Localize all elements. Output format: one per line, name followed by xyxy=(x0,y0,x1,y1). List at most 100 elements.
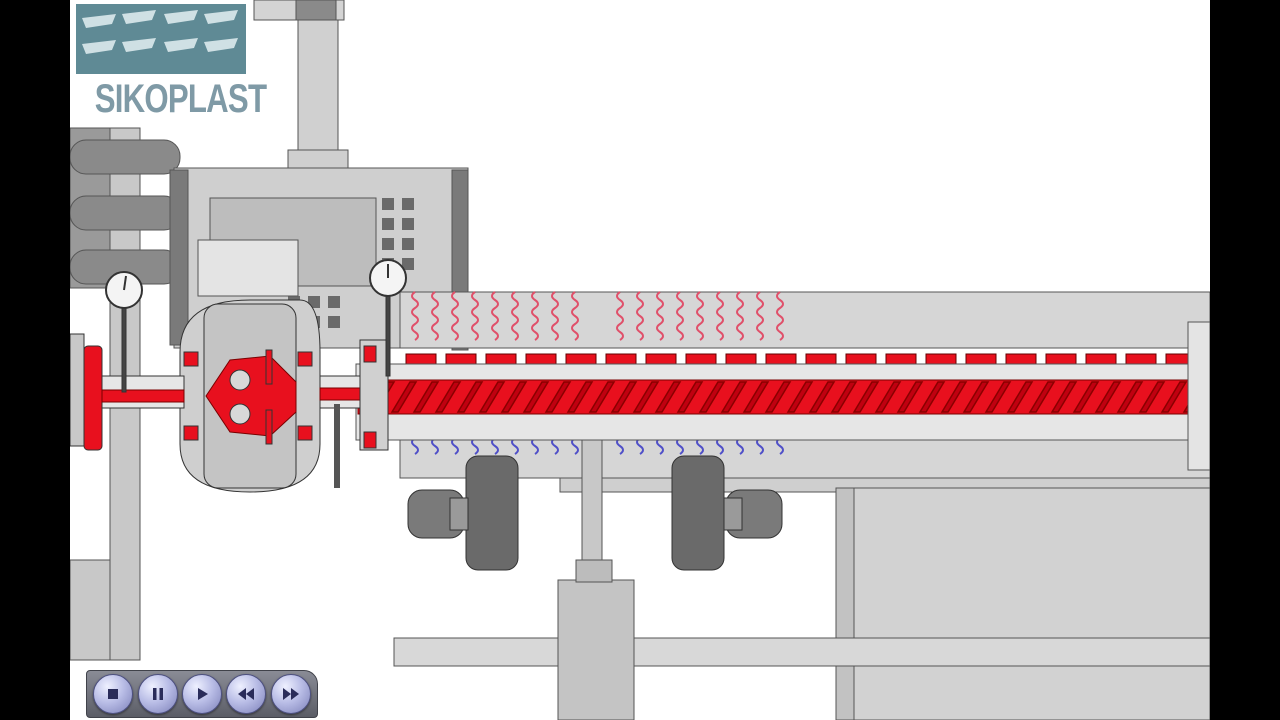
screw-flight xyxy=(676,381,704,413)
wave-line xyxy=(696,291,704,341)
wave-line xyxy=(736,291,744,341)
wave-line xyxy=(756,291,764,341)
screw-flight xyxy=(522,381,550,413)
screw-flight xyxy=(1094,381,1122,413)
screw-flight xyxy=(1028,381,1056,413)
extruder-housing xyxy=(393,291,1210,720)
rewind-icon xyxy=(238,688,255,700)
heater-band xyxy=(805,353,837,365)
screw-flight xyxy=(544,381,572,413)
screw-flight xyxy=(896,381,924,413)
control-cabinet xyxy=(169,167,469,351)
heater-band xyxy=(525,353,557,365)
wave-line xyxy=(531,291,539,341)
heater-band xyxy=(925,353,957,365)
pressure-gauge-right xyxy=(369,259,407,377)
heater-band xyxy=(725,353,757,365)
heater-band xyxy=(1085,353,1117,365)
screw-flight xyxy=(632,381,660,413)
stop-button[interactable] xyxy=(93,674,134,714)
heater-band xyxy=(965,353,997,365)
heater-band xyxy=(1125,353,1157,365)
screw-flight xyxy=(962,381,990,413)
screw-flight xyxy=(1116,381,1144,413)
wave-line xyxy=(551,291,559,341)
heater-band xyxy=(1045,353,1077,365)
heater-band xyxy=(885,353,917,365)
screw-flight xyxy=(1072,381,1100,413)
wave-line xyxy=(676,291,684,341)
outlet xyxy=(70,333,389,451)
screw-flight xyxy=(698,381,726,413)
fast-forward-button[interactable] xyxy=(270,674,311,714)
heater-band xyxy=(405,353,437,365)
screw-flight xyxy=(588,381,616,413)
end-flange xyxy=(1187,321,1210,471)
thermo-probe xyxy=(334,404,340,488)
rewind-button[interactable] xyxy=(226,674,267,714)
wave-line xyxy=(411,291,419,341)
screw-flight xyxy=(808,381,836,413)
logo-text: SIKOPLAST xyxy=(94,77,267,121)
pause-button[interactable] xyxy=(137,674,178,714)
wave-line xyxy=(431,291,439,341)
screw-flight xyxy=(742,381,770,413)
screw-flight xyxy=(852,381,880,413)
screw-flight xyxy=(478,381,506,413)
screw-flight xyxy=(654,381,682,413)
blower-right xyxy=(671,455,783,571)
heater-band xyxy=(765,353,797,365)
screw-flight xyxy=(566,381,594,413)
screw-flight xyxy=(830,381,858,413)
screw-flight xyxy=(1160,381,1188,413)
wave-line xyxy=(471,291,479,341)
heater-band xyxy=(565,353,597,365)
screw-flight xyxy=(1138,381,1166,413)
screw-flights xyxy=(368,381,1210,413)
heater-band xyxy=(645,353,677,365)
blower-left xyxy=(407,455,519,571)
wave-line xyxy=(511,291,519,341)
screw-flight xyxy=(984,381,1012,413)
logo-mark-icon xyxy=(76,4,246,74)
screw-flight xyxy=(874,381,902,413)
extruder-diagram xyxy=(70,0,1210,720)
die-head xyxy=(179,299,321,493)
wave-line xyxy=(616,291,624,341)
pause-icon xyxy=(152,688,163,700)
screw-flight xyxy=(500,381,528,413)
screw-flight xyxy=(786,381,814,413)
screw-flight xyxy=(412,381,440,413)
screw-flight xyxy=(720,381,748,413)
heater-band xyxy=(605,353,637,365)
screw-flight xyxy=(940,381,968,413)
play-button[interactable] xyxy=(181,674,222,714)
wave-line xyxy=(656,291,664,341)
pressure-gauge-left xyxy=(105,271,143,393)
left-frame xyxy=(70,127,181,661)
animation-stage: SIKOPLAST xyxy=(70,0,1210,720)
heater-band xyxy=(485,353,517,365)
screw-flight xyxy=(764,381,792,413)
screw-flight xyxy=(456,381,484,413)
wave-line xyxy=(776,291,784,341)
wave-line xyxy=(571,291,579,341)
heater-band xyxy=(1005,353,1037,365)
screw-flight xyxy=(434,381,462,413)
screw-flight xyxy=(918,381,946,413)
screw-flight xyxy=(1006,381,1034,413)
screw-flight xyxy=(1050,381,1078,413)
heat-waves xyxy=(411,291,784,341)
sikoplast-logo: SIKOPLAST xyxy=(76,4,267,122)
screw-flight xyxy=(610,381,638,413)
heater-band xyxy=(445,353,477,365)
heater-band xyxy=(845,353,877,365)
wave-line xyxy=(491,291,499,341)
screw-flight xyxy=(390,381,418,413)
play-icon xyxy=(197,688,208,700)
fast-forward-icon xyxy=(282,688,299,700)
stop-icon xyxy=(108,689,119,699)
playback-controls xyxy=(86,670,318,718)
wave-line xyxy=(636,291,644,341)
wave-line xyxy=(451,291,459,341)
